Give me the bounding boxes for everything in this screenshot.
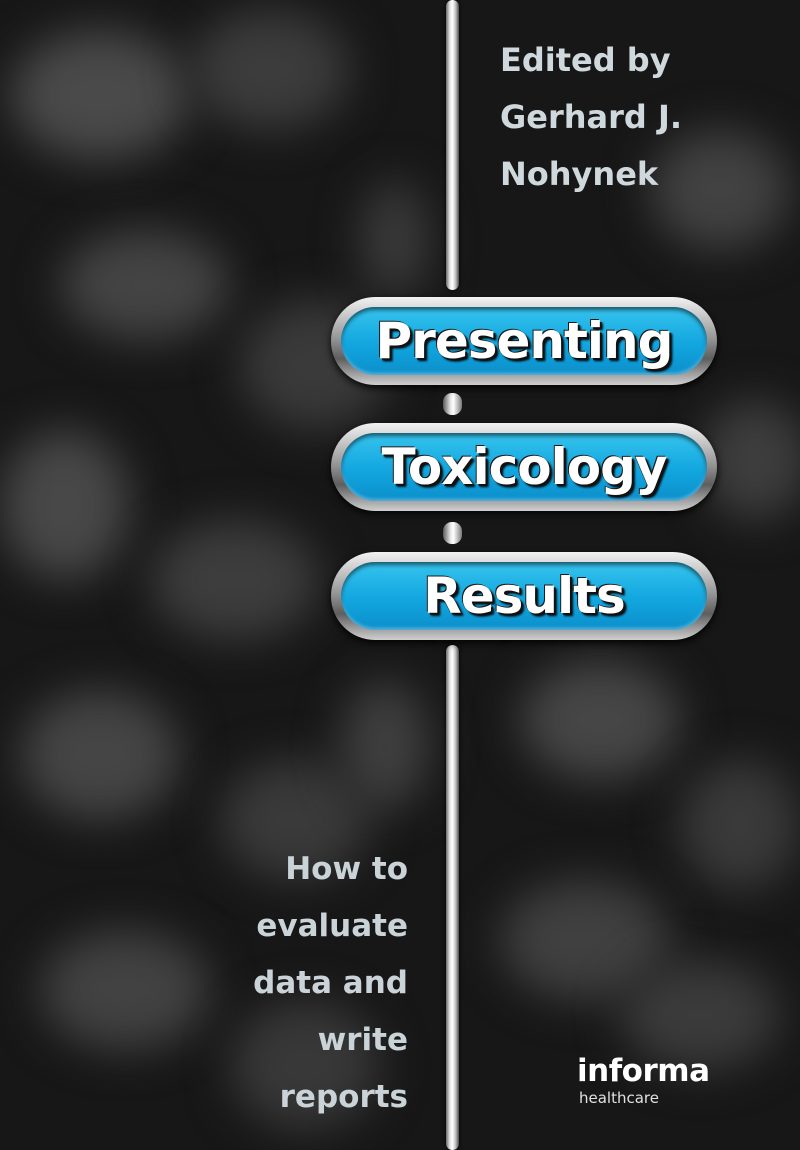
- editor-line: Edited by: [500, 41, 671, 79]
- title-capsule: Toxicology: [331, 423, 717, 511]
- title-line: Toxicology: [381, 438, 667, 496]
- editor-credit: Edited by Gerhard J. Nohynek: [500, 32, 790, 203]
- subtitle: How to evaluate data and write reports: [108, 841, 408, 1126]
- title-capsule: Presenting: [331, 297, 717, 385]
- publisher-logo: informa healthcare: [577, 1053, 777, 1107]
- subtitle-line: write: [317, 1022, 408, 1058]
- subtitle-line: reports: [279, 1079, 408, 1115]
- rod-joint: [443, 393, 462, 415]
- subtitle-line: evaluate: [256, 908, 408, 944]
- title-line: Presenting: [375, 312, 674, 370]
- title-capsule: Results: [331, 552, 717, 640]
- publisher-name: informa: [577, 1053, 710, 1089]
- editor-line: Nohynek: [500, 155, 659, 193]
- title-line: Results: [423, 567, 626, 625]
- editor-line: Gerhard J.: [500, 98, 683, 136]
- rod-joint: [443, 522, 462, 544]
- subtitle-line: data and: [253, 965, 408, 1001]
- rod-top: [446, 0, 459, 290]
- subtitle-line: How to: [285, 851, 408, 887]
- rod-bottom: [446, 645, 459, 1150]
- publisher-division: healthcare: [579, 1089, 659, 1107]
